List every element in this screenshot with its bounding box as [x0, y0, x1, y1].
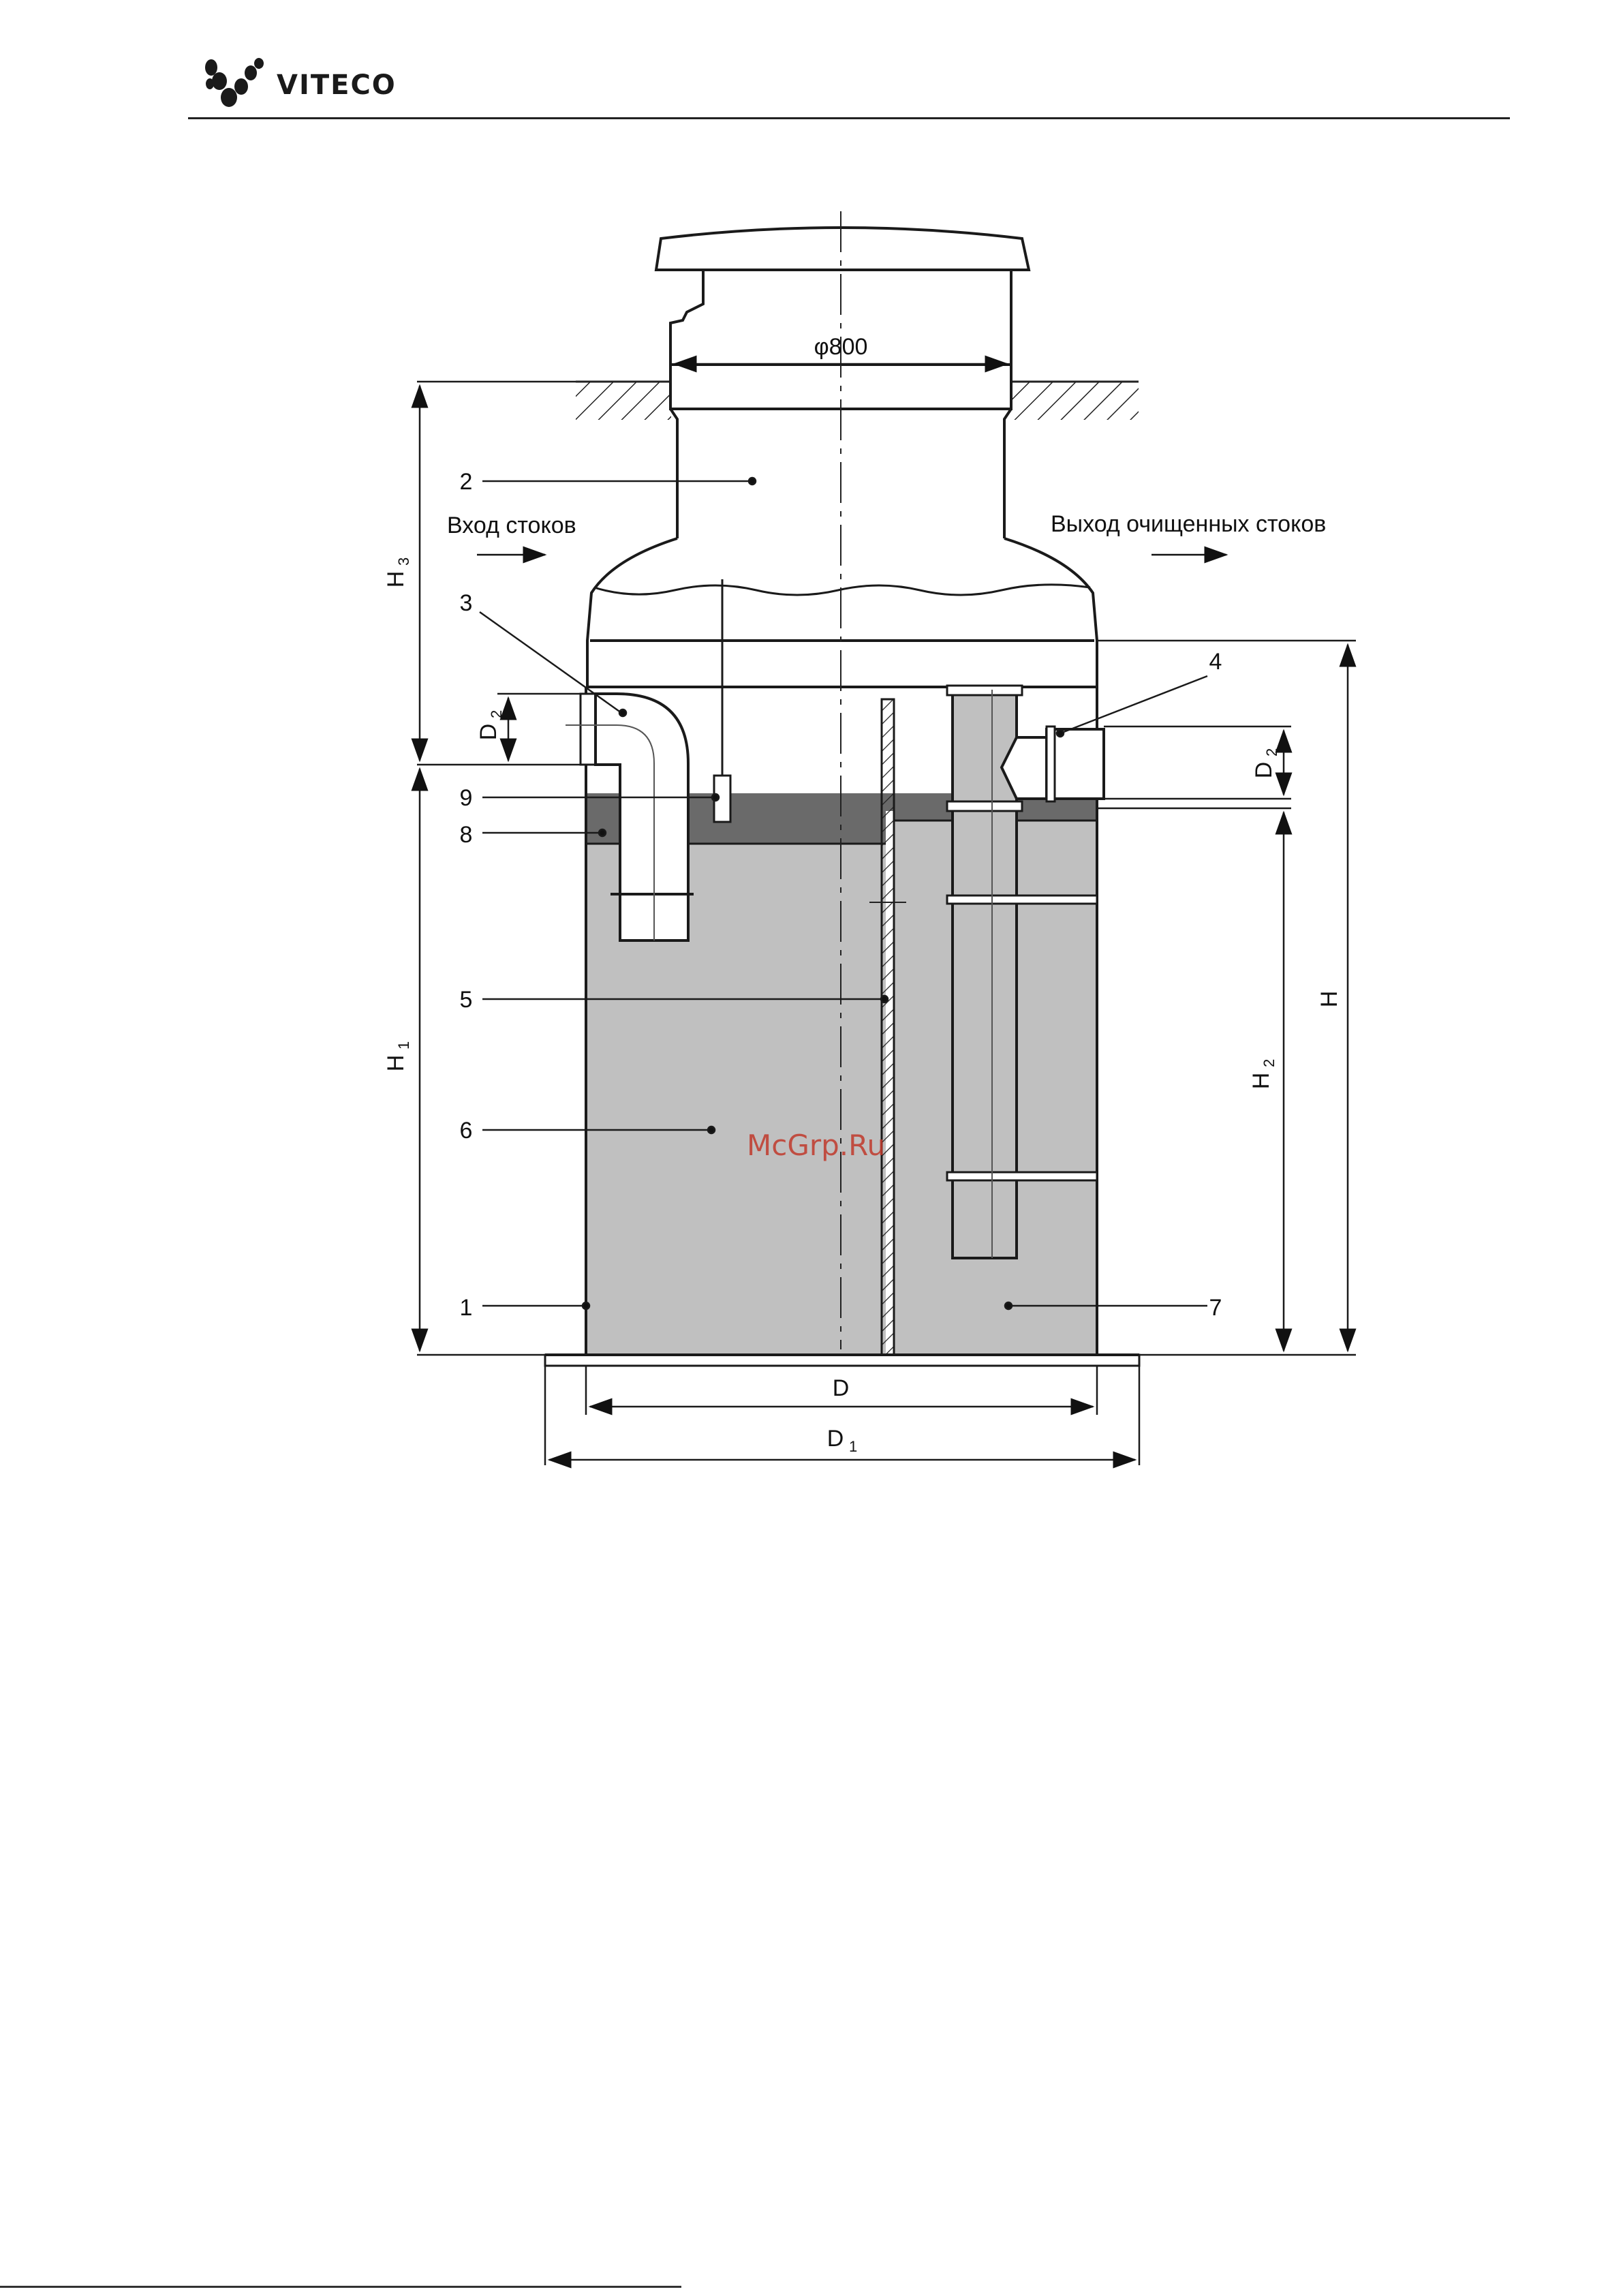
d-label: D	[833, 1375, 850, 1401]
callout-2: 2	[460, 469, 473, 495]
d1-label: D	[827, 1426, 844, 1452]
d2-right-subscript: 2	[1263, 748, 1280, 756]
callout-7: 7	[1209, 1295, 1222, 1321]
h1-label: H	[383, 1055, 409, 1072]
d1-subscript: 1	[849, 1438, 857, 1455]
callout-4: 4	[1209, 649, 1222, 675]
base-slab	[545, 1355, 1139, 1366]
h1-subscript: 1	[395, 1041, 412, 1050]
h-label: H	[1316, 991, 1342, 1008]
lid-diameter-label: φ800	[814, 334, 868, 360]
h2-subscript: 2	[1261, 1059, 1278, 1067]
inlet-label: Вход стоков	[447, 512, 576, 538]
callout-8: 8	[460, 822, 473, 848]
partition-wall	[882, 699, 894, 1355]
outlet-label: Выход очищенных стоков	[1051, 511, 1326, 537]
callout-3: 3	[460, 590, 473, 616]
callout-1: 1	[460, 1295, 473, 1321]
d2-left-label: D	[476, 724, 501, 741]
callout-6: 6	[460, 1118, 473, 1144]
callout-9: 9	[460, 785, 473, 811]
h3-subscript: 3	[395, 557, 412, 566]
watermark: McGrp.Ru	[747, 1129, 885, 1162]
tank-dome	[587, 538, 1097, 687]
d2-right-label: D	[1251, 762, 1277, 779]
callout-5: 5	[460, 987, 473, 1013]
h3-label: H	[383, 571, 409, 588]
d2-left-subscript: 2	[488, 710, 505, 718]
h2-label: H	[1248, 1073, 1274, 1090]
footer-divider	[0, 2286, 681, 2288]
